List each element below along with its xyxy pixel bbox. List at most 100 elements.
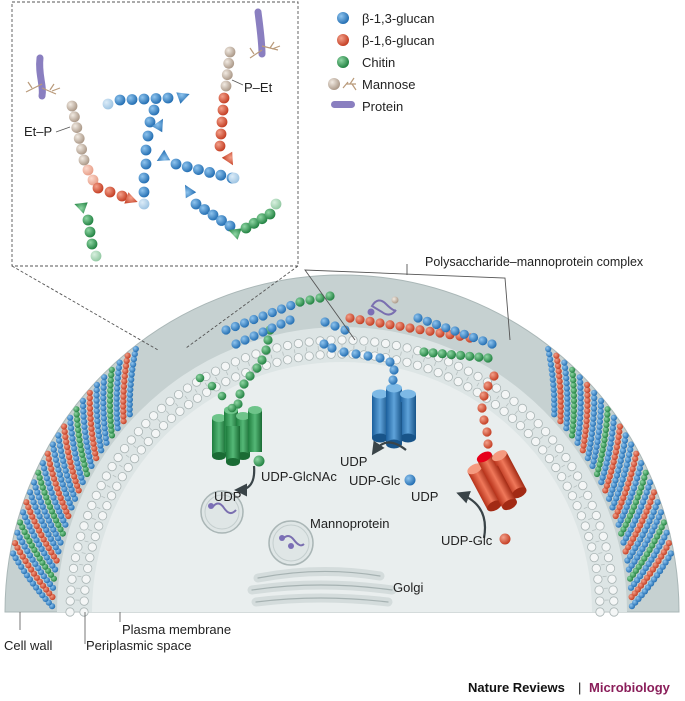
bead xyxy=(104,186,116,198)
bead xyxy=(570,402,578,409)
lipid-head xyxy=(380,338,391,349)
lipid-head xyxy=(402,357,412,367)
bead xyxy=(610,481,618,489)
bead xyxy=(584,387,591,394)
bead xyxy=(142,130,154,142)
lipid-head xyxy=(507,413,518,423)
bead xyxy=(551,406,558,413)
bead xyxy=(570,407,578,414)
bead xyxy=(562,369,569,377)
bead xyxy=(21,528,28,536)
bead xyxy=(388,375,398,385)
bead xyxy=(86,453,93,460)
bead xyxy=(330,321,340,331)
bead xyxy=(625,480,632,487)
lipid-head xyxy=(149,411,159,421)
lipid-head xyxy=(133,426,143,437)
bead xyxy=(148,104,160,116)
bead xyxy=(563,415,571,422)
cell-wall-label: Cell wall xyxy=(4,638,53,653)
bead xyxy=(70,440,77,447)
bead xyxy=(78,474,85,481)
lipid-head xyxy=(515,421,526,431)
lipid-head xyxy=(609,596,619,606)
green-bead-icon xyxy=(337,56,349,68)
lipid-head xyxy=(463,366,473,376)
branch-triangle xyxy=(176,92,190,104)
udp-label-3: UDP xyxy=(411,489,438,504)
bead xyxy=(82,433,89,440)
bead xyxy=(570,392,578,399)
lipid-head xyxy=(583,490,593,500)
bead xyxy=(623,503,630,510)
bead xyxy=(609,486,616,493)
bead xyxy=(245,371,255,381)
bead xyxy=(601,469,608,476)
lipid-head xyxy=(554,443,565,454)
bead xyxy=(622,490,629,497)
bead xyxy=(591,394,598,402)
udp-label-1: UDP xyxy=(214,489,241,504)
bead xyxy=(441,323,451,333)
bead xyxy=(645,484,652,491)
legend: β-1,3-glucan β-1,6-glucan Chitin Mannose… xyxy=(328,11,435,114)
bead xyxy=(87,410,94,417)
bead xyxy=(102,430,109,437)
bead xyxy=(150,93,162,104)
lipid-head xyxy=(282,355,293,365)
bead xyxy=(9,550,17,557)
bead xyxy=(327,343,337,353)
bead xyxy=(66,481,74,489)
bead xyxy=(590,410,597,417)
bead xyxy=(74,421,81,428)
bead xyxy=(621,437,629,444)
bead xyxy=(645,503,652,510)
bead xyxy=(644,522,651,530)
bead xyxy=(365,316,375,326)
bead xyxy=(549,371,556,378)
bead xyxy=(622,466,629,473)
bead xyxy=(54,461,61,468)
bead xyxy=(577,379,584,386)
bead xyxy=(127,386,134,393)
bead xyxy=(107,407,114,414)
bead xyxy=(52,456,60,463)
bead xyxy=(569,422,577,429)
bead xyxy=(75,464,82,472)
bead xyxy=(483,381,493,391)
lipid-head xyxy=(359,336,369,346)
bead xyxy=(69,468,76,475)
bead xyxy=(107,417,114,424)
bead xyxy=(598,397,605,404)
bead xyxy=(68,430,75,437)
bead xyxy=(216,116,228,128)
svg-text:β-1,3-glucan: β-1,3-glucan xyxy=(362,11,435,26)
bead xyxy=(67,458,74,465)
bead xyxy=(34,508,41,515)
bead xyxy=(25,504,32,511)
bead xyxy=(661,534,668,541)
bead xyxy=(482,427,492,437)
bead xyxy=(101,374,108,381)
bead xyxy=(91,445,98,452)
lipid-head xyxy=(594,585,604,595)
bead xyxy=(568,432,576,439)
bead xyxy=(570,412,577,419)
bead xyxy=(592,448,599,455)
bead xyxy=(15,559,22,566)
bead xyxy=(395,321,405,331)
bead xyxy=(641,513,648,520)
bead xyxy=(224,46,236,58)
bead xyxy=(597,408,604,415)
lipid-head xyxy=(184,399,194,410)
bead xyxy=(87,174,99,186)
mannoprotein-bead xyxy=(288,543,294,549)
cell xyxy=(4,274,680,617)
bead xyxy=(83,438,90,445)
bead xyxy=(663,529,670,536)
bead xyxy=(86,400,93,407)
lipid-head xyxy=(453,361,464,371)
bead xyxy=(613,472,621,479)
branch-triangle xyxy=(221,151,233,166)
bead xyxy=(93,407,100,414)
